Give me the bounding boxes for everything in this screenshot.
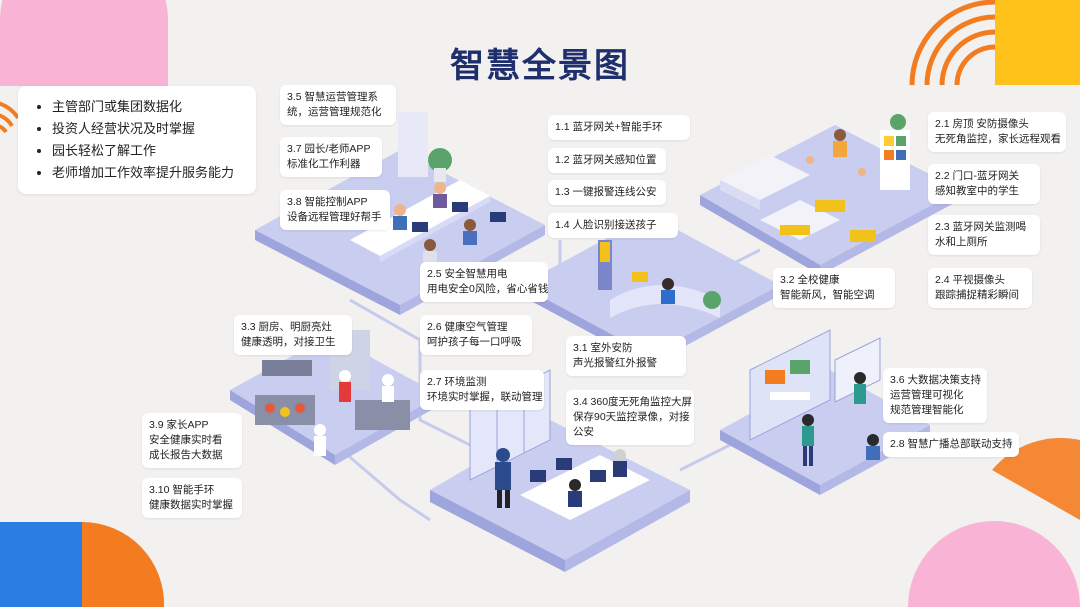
label-line: 2.4 平视摄像头 (935, 274, 1006, 286)
label-line: 2.5 安全智慧用电 (427, 268, 508, 280)
summary-item: 投资人经营状况及时掌握 (52, 118, 256, 140)
label-3-8-smart-control-app: 3.8 智能控制APP 设备远程管理好帮手 (280, 190, 390, 230)
label-line: 1.1 蓝牙网关+智能手环 (555, 121, 663, 133)
label-line: 安全健康实时看 (149, 434, 223, 446)
label-line: 规范管理智能化 (890, 404, 964, 416)
orange-wedge-right (992, 437, 1080, 520)
label-line: 3.5 智慧运营管理系 (287, 91, 379, 103)
label-line: 用电安全0风险，省心省钱 (427, 283, 549, 295)
label-line: 设备远程管理好帮手 (287, 211, 382, 223)
label-2-4-eye-level-camera: 2.4 平视摄像头 跟踪捕捉精彩瞬间 (928, 268, 1032, 308)
label-3-4-monitor-screen: 3.4 360度无死角监控大屏 保存90天监控录像，对接 公安 (566, 390, 694, 445)
label-2-6-air-management: 2.6 健康空气管理 呵护孩子每一口呼吸 (420, 315, 532, 355)
datacenter-floor (720, 329, 930, 495)
label-line: 无死角监控，家长远程观看 (935, 133, 1061, 145)
label-line: 2.7 环境监测 (427, 376, 487, 388)
label-line: 智能新风，智能空调 (780, 289, 875, 301)
summary-item: 主管部门或集团数据化 (52, 96, 256, 118)
label-1-3-alarm-police: 1.3 一键报警连线公安 (548, 180, 666, 205)
label-3-7-principal-app: 3.7 园长/老师APP 标准化工作利器 (280, 137, 382, 177)
label-line: 水和上厕所 (935, 236, 988, 248)
classroom-floor (700, 114, 960, 275)
label-line: 3.7 园长/老师APP (287, 143, 371, 155)
label-line: 3.3 厨房、明厨亮灶 (241, 321, 333, 333)
pink-semicircle-bottom-right (908, 521, 1080, 607)
label-line: 1.4 人脸识别接送孩子 (555, 219, 657, 231)
orange-arcs-top-right (909, 0, 996, 86)
label-line: 公安 (573, 426, 594, 438)
label-line: 3.8 智能控制APP (287, 196, 368, 208)
label-2-3-water-toilet-monitor: 2.3 蓝牙网关监测喝 水和上厕所 (928, 215, 1040, 255)
summary-item: 园长轻松了解工作 (52, 140, 256, 162)
label-line: 2.6 健康空气管理 (427, 321, 508, 333)
orange-quarter-bottom-left (82, 522, 165, 607)
page-title: 智慧全景图 (450, 47, 630, 85)
label-line: 统，运营管理规范化 (287, 106, 382, 118)
label-line: 2.8 智慧广播总部联动支持 (890, 438, 1013, 450)
label-line: 跟踪捕捉精彩瞬间 (935, 289, 1019, 301)
label-line: 运营管理可视化 (890, 389, 964, 401)
label-2-7-environment-monitor: 2.7 环境监测 环境实时掌握，联动管理 (420, 370, 544, 410)
label-line: 环境实时掌握，联动管理 (427, 391, 543, 403)
orange-arcs-left (0, 101, 20, 134)
label-line: 保存90天监控录像，对接 (573, 411, 690, 423)
monitoring-floor (430, 369, 690, 572)
summary-item: 老师增加工作效率提升服务能力 (52, 162, 256, 184)
label-line: 1.2 蓝牙网关感知位置 (555, 154, 657, 166)
label-1-1-bluetooth-wristband: 1.1 蓝牙网关+智能手环 (548, 115, 690, 140)
label-line: 3.9 家长APP (149, 419, 209, 431)
summary-list: 主管部门或集团数据化 投资人经营状况及时掌握 园长轻松了解工作 老师增加工作效率… (18, 86, 256, 184)
label-line: 感知教室中的学生 (935, 185, 1019, 197)
label-3-9-parent-app: 3.9 家长APP 安全健康实时看 成长报告大数据 (142, 413, 242, 468)
label-3-1-outdoor-security: 3.1 室外安防 声光报警红外报警 (566, 336, 686, 376)
label-line: 呵护孩子每一口呼吸 (427, 336, 522, 348)
label-1-2-bluetooth-location: 1.2 蓝牙网关感知位置 (548, 148, 666, 173)
label-line: 2.3 蓝牙网关监测喝 (935, 221, 1027, 233)
label-3-2-school-health: 3.2 全校健康 智能新风，智能空调 (773, 268, 895, 308)
label-2-1-roof-camera: 2.1 房顶 安防摄像头 无死角监控，家长远程观看 (928, 112, 1066, 152)
label-2-8-broadcast: 2.8 智慧广播总部联动支持 (883, 432, 1019, 457)
label-3-6-big-data: 3.6 大数据决策支持 运营管理可视化 规范管理智能化 (883, 368, 987, 423)
label-3-5-operations-system: 3.5 智慧运营管理系 统，运营管理规范化 (280, 85, 396, 125)
label-line: 3.1 室外安防 (573, 342, 633, 354)
label-line: 1.3 一键报警连线公安 (555, 186, 657, 198)
label-1-4-face-recognition: 1.4 人脸识别接送孩子 (548, 213, 678, 238)
label-3-3-kitchen: 3.3 厨房、明厨亮灶 健康透明，对接卫生 (234, 315, 352, 355)
label-line: 3.4 360度无死角监控大屏 (573, 396, 693, 408)
summary-panel: 主管部门或集团数据化 投资人经营状况及时掌握 园长轻松了解工作 老师增加工作效率… (18, 86, 256, 194)
label-line: 3.6 大数据决策支持 (890, 374, 982, 386)
pink-semicircle-top-left (0, 0, 168, 86)
label-line: 健康透明，对接卫生 (241, 336, 336, 348)
label-2-2-door-gateway: 2.2 门口-蓝牙网关 感知教室中的学生 (928, 164, 1040, 204)
label-3-10-smart-wristband: 3.10 智能手环 健康数据实时掌握 (142, 478, 242, 518)
label-line: 3.2 全校健康 (780, 274, 840, 286)
label-line: 声光报警红外报警 (573, 357, 657, 369)
label-line: 成长报告大数据 (149, 449, 223, 461)
label-line: 健康数据实时掌握 (149, 499, 233, 511)
label-line: 2.2 门口-蓝牙网关 (935, 170, 1020, 182)
label-line: 标准化工作利器 (287, 158, 361, 170)
blue-block-bottom-left (0, 522, 82, 607)
label-line: 2.1 房顶 安防摄像头 (935, 118, 1029, 130)
label-line: 3.10 智能手环 (149, 484, 215, 496)
label-2-5-smart-electricity: 2.5 安全智慧用电 用电安全0风险，省心省钱 (420, 262, 548, 302)
